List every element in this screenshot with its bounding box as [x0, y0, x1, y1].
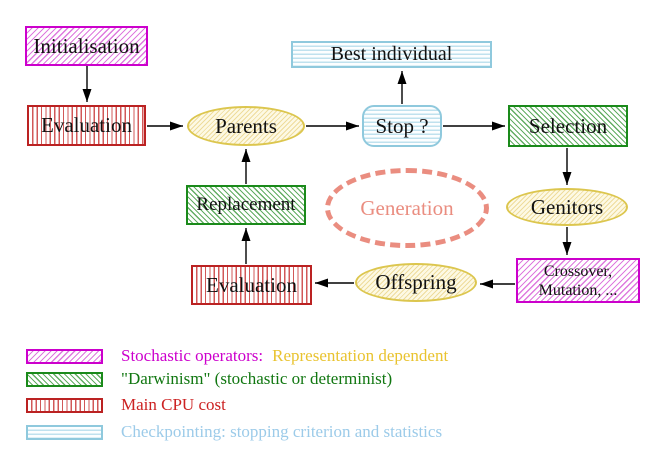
node-selection-label: Selection	[528, 113, 608, 138]
legend-swatch-checkpointing	[26, 425, 103, 440]
legend-item-checkpointing: Checkpointing: stopping criterion and st…	[121, 421, 442, 443]
node-parents-label: Parents	[215, 113, 277, 138]
node-offspring-label: Offspring	[375, 270, 457, 295]
node-evaluation-bottom: Evaluation	[191, 265, 312, 305]
legend-checkpointing-label: Checkpointing: stopping criterion and st…	[121, 422, 443, 441]
legend-swatch-stochastic-operators	[26, 349, 103, 364]
node-genitors-label: Genitors	[530, 194, 604, 219]
node-evaluation-bottom-label: Evaluation	[206, 272, 297, 297]
node-stop: Stop ?	[362, 105, 442, 147]
node-generation-label: Generation	[360, 195, 454, 220]
node-best-individual: Best individual	[291, 41, 492, 68]
node-generation: Generation	[325, 168, 489, 248]
node-evaluation-top-label: Evaluation	[41, 113, 132, 138]
legend-darwinism-label: "Darwinism" (stochastic or determinist)	[121, 369, 393, 388]
node-best-individual-label: Best individual	[330, 43, 453, 65]
legend-item-stochastic-operators: Stochastic operators: Representation dep…	[121, 345, 448, 367]
legend-representation-dependent-label: Representation dependent	[272, 346, 449, 365]
node-selection: Selection	[508, 105, 628, 147]
legend-swatch-darwinism	[26, 372, 103, 387]
node-genitors: Genitors	[506, 188, 628, 226]
node-crossover-line1: Crossover,	[543, 262, 613, 280]
node-crossover-mutation: Crossover, Mutation, ...	[516, 258, 640, 303]
node-stop-label: Stop ?	[375, 113, 429, 138]
node-initialisation: Initialisation	[25, 26, 148, 66]
legend-item-darwinism: "Darwinism" (stochastic or determinist)	[121, 368, 392, 390]
legend-stochastic-operators-label: Stochastic operators:	[121, 346, 264, 365]
node-replacement: Replacement	[186, 185, 306, 225]
legend-swatch-main-cpu-cost	[26, 398, 103, 413]
node-evaluation-top: Evaluation	[27, 105, 146, 146]
legend-item-main-cpu-cost: Main CPU cost	[121, 394, 226, 416]
legend-main-cpu-cost-label: Main CPU cost	[121, 395, 226, 414]
node-initialisation-label: Initialisation	[33, 33, 140, 58]
node-crossover-line2: Mutation, ...	[538, 281, 618, 299]
node-parents: Parents	[187, 106, 305, 146]
node-offspring: Offspring	[355, 263, 477, 302]
node-replacement-label: Replacement	[196, 194, 296, 216]
